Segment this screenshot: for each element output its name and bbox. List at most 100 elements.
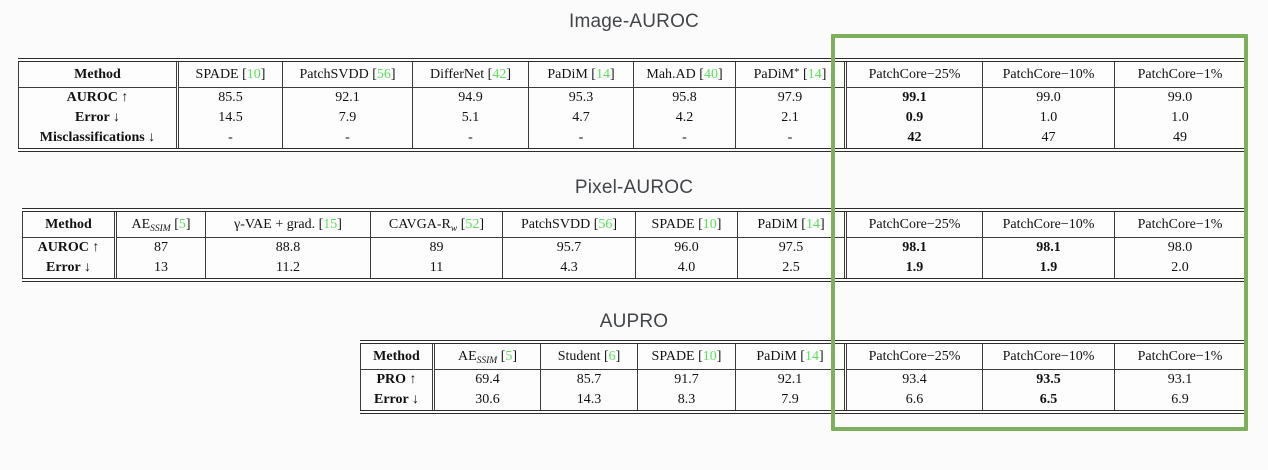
model-column-header: PaDiM* [14]	[735, 60, 846, 88]
metric-value-cell: 91.7	[637, 369, 736, 390]
metric-value-cell: 6.9	[1114, 390, 1246, 412]
metric-value-cell: -	[633, 128, 736, 150]
method-name: PaDiM	[756, 349, 797, 364]
metric-value-cell: 96.0	[635, 237, 738, 258]
section-title-pixel-auroc: Pixel-AUROC	[574, 177, 694, 198]
citation-number: 15	[323, 217, 338, 232]
method-name: PatchSVDD	[299, 67, 369, 82]
metric-value-cell: 87	[114, 237, 206, 258]
metric-value-cell: 69.4	[432, 369, 541, 390]
model-column-header: CAVGA-Rw [52]	[370, 210, 503, 238]
metric-value-cell: 97.5	[737, 237, 846, 258]
model-column-header: SPADE [10]	[637, 342, 736, 370]
model-column-header: PatchCore−25%	[844, 210, 983, 238]
metric-value-cell: 85.7	[540, 369, 638, 390]
metric-value-cell: 0.9	[844, 108, 983, 128]
model-column-header: PatchSVDD [56]	[502, 210, 636, 238]
method-name: PatchCore−25%	[868, 349, 961, 364]
citation-number: 10	[246, 67, 261, 82]
metric-value-cell: 98.0	[1114, 237, 1246, 258]
model-column-header: DifferNet [42]	[412, 60, 529, 88]
model-column-header: PatchCore−1%	[1114, 210, 1246, 238]
method-name: SPADE	[651, 217, 695, 232]
metric-value-cell: 2.0	[1114, 258, 1246, 280]
metric-value-cell: 4.7	[528, 108, 634, 128]
method-name: PatchCore−25%	[868, 67, 961, 82]
method-name: PatchCore−10%	[1002, 67, 1095, 82]
citation-number: 14	[595, 67, 610, 82]
method-name: Student	[557, 349, 601, 364]
metric-value-cell: 47	[982, 128, 1115, 150]
metric-row-label: Error ↓	[360, 390, 434, 412]
metric-value-cell: 14.5	[176, 108, 283, 128]
metric-value-cell: 88.8	[205, 237, 371, 258]
method-name-subscript: w	[450, 224, 458, 234]
citation-number: 10	[702, 217, 717, 232]
metric-value-cell: 2.1	[735, 108, 846, 128]
method-name-superscript: *	[794, 66, 800, 78]
metric-value-cell: 97.9	[735, 87, 846, 108]
metric-value-cell: 93.5	[982, 369, 1115, 390]
model-column-header: PatchSVDD [56]	[282, 60, 413, 88]
metric-value-cell: 11	[370, 258, 503, 280]
metric-value-cell: 1.0	[982, 108, 1115, 128]
model-column-header: PatchCore−10%	[982, 342, 1115, 370]
citation-number: 5	[505, 349, 513, 364]
metric-value-cell: 95.7	[502, 237, 636, 258]
metric-value-cell: 98.1	[982, 237, 1115, 258]
method-name: PatchCore−10%	[1002, 349, 1095, 364]
citation-number: 14	[805, 217, 820, 232]
citation-number: 6	[608, 349, 616, 364]
model-column-header: PaDiM [14]	[735, 342, 846, 370]
metric-value-cell: 99.0	[982, 87, 1115, 108]
metric-value-cell: 42	[844, 128, 983, 150]
section-title-aupro: AUPRO	[599, 311, 669, 332]
metric-row-label: AUROC ↑	[18, 87, 178, 108]
metric-value-cell: 85.5	[176, 87, 283, 108]
metric-value-cell: 1.0	[1114, 108, 1246, 128]
method-name: PatchCore−25%	[868, 217, 961, 232]
model-column-header: SPADE [10]	[635, 210, 738, 238]
method-name: PaDiM	[753, 67, 795, 82]
method-column-header: Method	[22, 210, 116, 238]
method-name: SPADE	[195, 67, 239, 82]
method-name: PatchCore−1%	[1137, 217, 1223, 232]
model-column-header: PatchCore−1%	[1114, 342, 1246, 370]
model-column-header: PaDiM [14]	[528, 60, 634, 88]
model-column-header: PatchCore−1%	[1114, 60, 1246, 88]
method-name: CAVGA-R	[388, 217, 451, 232]
citation-number: 42	[492, 67, 507, 82]
metric-value-cell: 4.2	[633, 108, 736, 128]
metric-value-cell: 98.1	[844, 237, 983, 258]
model-column-header: AESSIM [5]	[432, 342, 541, 370]
method-column-header: Method	[360, 342, 434, 370]
method-name: Mah.AD	[646, 67, 696, 82]
metric-value-cell: -	[282, 128, 413, 150]
method-name: AE	[457, 349, 477, 364]
method-name: DifferNet	[429, 67, 485, 82]
metric-value-cell: 4.0	[635, 258, 738, 280]
metric-row-label: Error ↓	[22, 258, 116, 280]
metric-value-cell: 99.0	[1114, 87, 1246, 108]
model-column-header: γ-VAE + grad. [15]	[205, 210, 371, 238]
method-name: PatchCore−10%	[1002, 217, 1095, 232]
metric-value-cell: 13	[114, 258, 206, 280]
model-column-header: PatchCore−10%	[982, 60, 1115, 88]
metric-value-cell: 7.9	[282, 108, 413, 128]
metric-value-cell: 93.4	[844, 369, 983, 390]
metric-value-cell: 89	[370, 237, 503, 258]
metric-row-label: Misclassifications ↓	[18, 128, 178, 150]
method-name: AE	[131, 217, 151, 232]
method-name: PaDiM	[547, 67, 588, 82]
